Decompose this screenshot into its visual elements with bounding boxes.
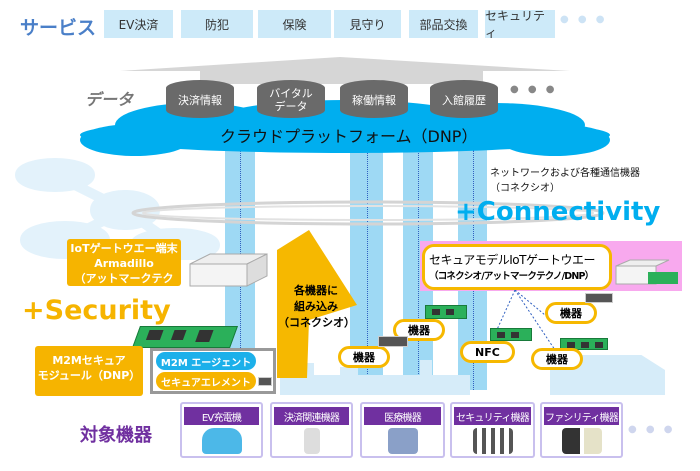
target-label: 決済関連機器: [274, 407, 349, 425]
device-board: [560, 338, 608, 350]
device-pill: 機器: [338, 346, 390, 368]
network-devices-label: ネットワークおよび各種通信機器 （コネクシオ）: [490, 166, 640, 196]
targets-title: 対象機器: [80, 425, 152, 446]
service-crime-prevention: 防犯: [181, 10, 253, 38]
embed-arrow: [277, 230, 357, 378]
nfc-pill: NFC: [460, 341, 515, 363]
target-payment-device: 決済関連機器: [270, 402, 353, 458]
secure-gateway-device-icon: [615, 259, 678, 285]
data-vital: バイタル データ: [257, 80, 325, 118]
data-more: ● ● ●: [510, 84, 558, 95]
services-more: ● ● ●: [560, 14, 608, 25]
device-links: [489, 290, 556, 351]
targets-more: ● ● ●: [628, 424, 676, 435]
target-ev-charger: EV充電機: [180, 402, 263, 458]
iot-gateway-line2: Armadillo: [94, 256, 154, 270]
secure-gateway-line1: セキュアモデルIoTゲートウエー: [429, 253, 595, 267]
device-pill: 機器: [393, 319, 445, 341]
target-label: セキュリティ機器: [454, 407, 531, 425]
device-board: [490, 328, 532, 341]
secure-gateway-line2: （コネクシオ/アットマークテクノ/DNP）: [429, 271, 594, 282]
data-entry-history: 入館履歴: [430, 80, 498, 118]
secure-module-board: [131, 326, 239, 348]
target-label: EV充電機: [184, 407, 259, 425]
secure-gateway-box: セキュアモデルIoTゲートウエー （コネクシオ/アットマークテクノ/DNP）: [422, 244, 612, 290]
camera-gate-icon: [472, 428, 513, 454]
gateway-device-icon: [189, 253, 268, 287]
security-label: +Security: [22, 295, 171, 326]
target-label: 医療機器: [364, 407, 441, 425]
m2m-agent-pill: M2M エージェント: [156, 352, 256, 370]
network-line2: （コネクシオ）: [490, 183, 560, 194]
services-title: サービス: [20, 17, 97, 39]
m2m-module-box: M2Mセキュアモジュール（DNP）: [35, 346, 143, 396]
data-operation-info: 稼働情報: [340, 80, 408, 118]
iot-gateway-line3: （アットマークテクノ）: [74, 271, 174, 300]
embed-arrow-label: 各機器に組み込み （コネクシオ）: [278, 283, 355, 331]
embed-line3: （コネクシオ）: [278, 315, 355, 329]
service-monitoring: 見守り: [334, 10, 401, 38]
connectivity-label: +Connectivity: [455, 197, 661, 227]
network-line1: ネットワークおよび各種通信機器: [490, 168, 640, 179]
service-parts-exchange: 部品交換: [409, 10, 478, 38]
service-security: セキュリティ: [485, 9, 555, 40]
module-line1: M2Mセキュア: [52, 354, 126, 367]
iot-gateway-line1: IoTゲートウエー端末: [70, 242, 178, 255]
target-medical-device: 医療機器: [360, 402, 445, 458]
elevator-panel-icon: [561, 428, 602, 454]
connectivity-ring: [131, 200, 605, 226]
target-facility-device: ファシリティ機器: [540, 402, 623, 458]
payment-terminal-icon: [303, 428, 320, 454]
device-pill: 機器: [545, 302, 597, 324]
device-pill: 機器: [531, 348, 583, 370]
data-title: データ: [85, 90, 134, 109]
car-icon: [201, 428, 242, 454]
service-ev-payment: EV決済: [104, 10, 173, 38]
service-insurance: 保険: [258, 10, 331, 38]
device-chip-icon: [378, 336, 408, 347]
data-payment-info: 決済情報: [166, 80, 234, 118]
device-chip-icon: [585, 293, 613, 303]
cloud-platform-label: クラウドプラットフォーム（DNP）: [220, 127, 478, 146]
device-board: [425, 305, 467, 319]
embed-line1: 各機器に: [294, 284, 338, 297]
secure-element-pill: セキュアエレメント: [156, 372, 256, 390]
embed-line2: 組み込み: [294, 299, 338, 313]
up-arrow: [120, 57, 570, 84]
blood-pressure-monitor-icon: [387, 428, 418, 454]
module-line2: モジュール（DNP）: [37, 368, 141, 382]
target-security-device: セキュリティ機器: [450, 402, 535, 458]
secure-element-chip-icon: [258, 377, 272, 386]
target-label: ファシリティ機器: [544, 407, 619, 425]
